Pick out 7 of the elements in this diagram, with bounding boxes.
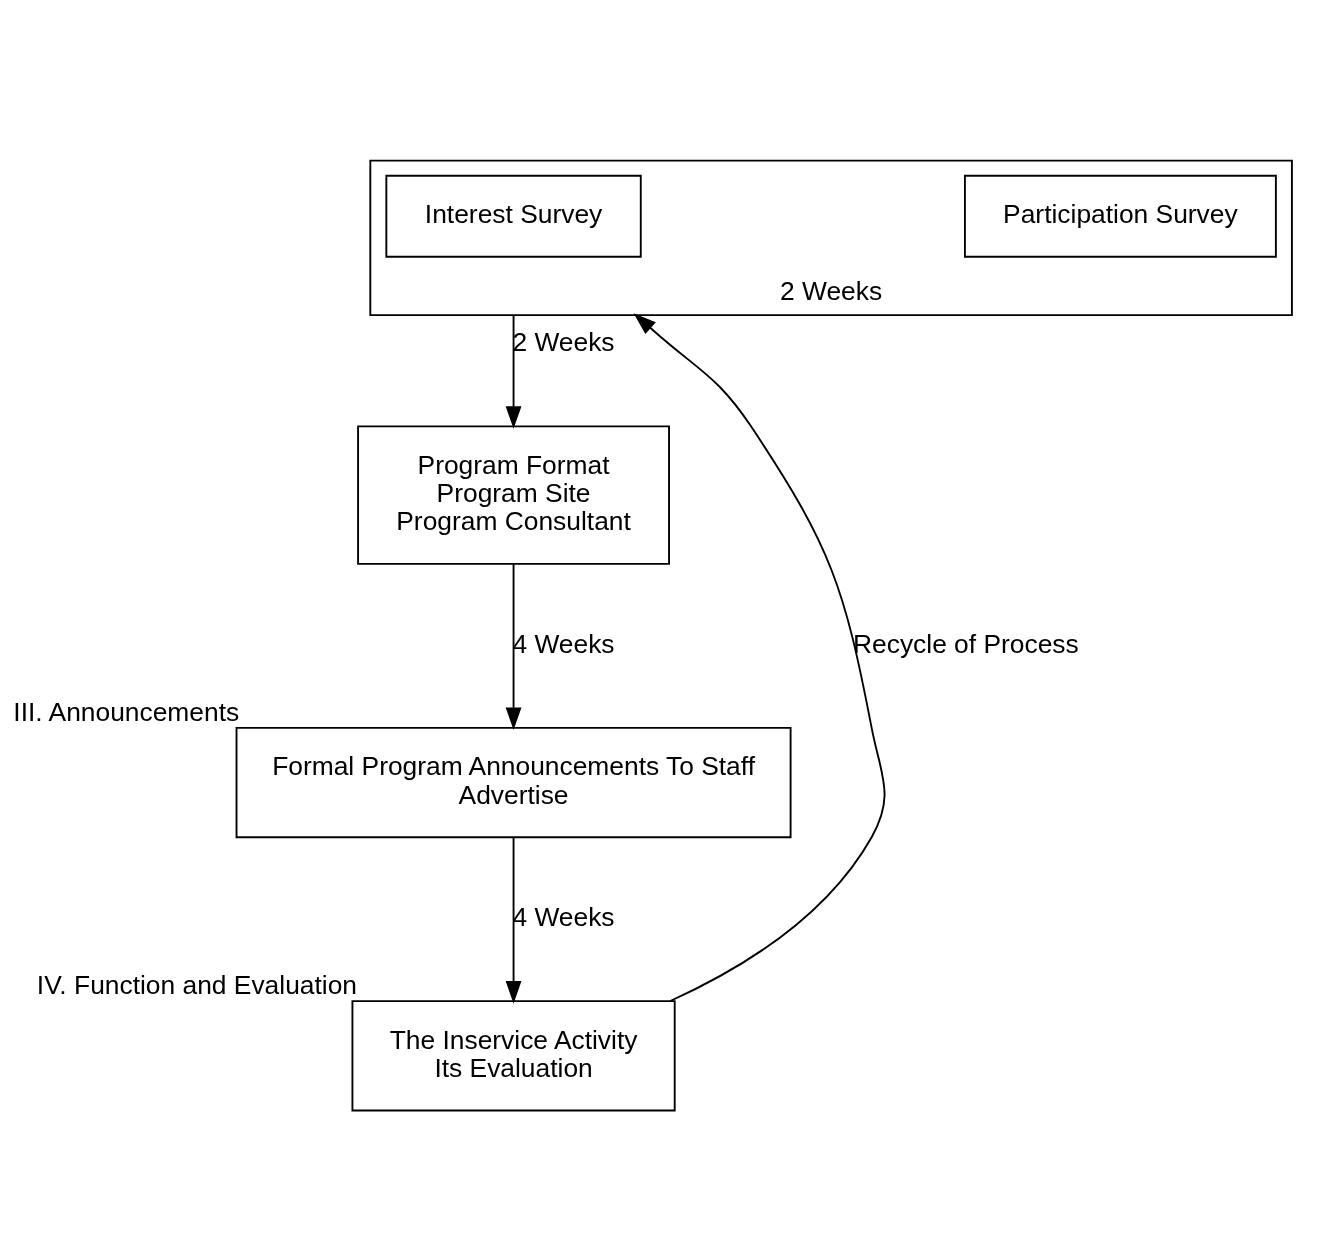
edge-label: 4 Weeks bbox=[512, 902, 615, 933]
edge-label: Recycle of Process bbox=[853, 628, 1079, 659]
edge-label: 4 Weeks bbox=[512, 628, 615, 659]
node-label: III. Announcements bbox=[13, 696, 240, 727]
edge-label: 2 Weeks bbox=[512, 327, 615, 358]
node-label: 2 Weeks bbox=[780, 276, 883, 307]
node-label: IV. Function and Evaluation bbox=[36, 969, 358, 1000]
